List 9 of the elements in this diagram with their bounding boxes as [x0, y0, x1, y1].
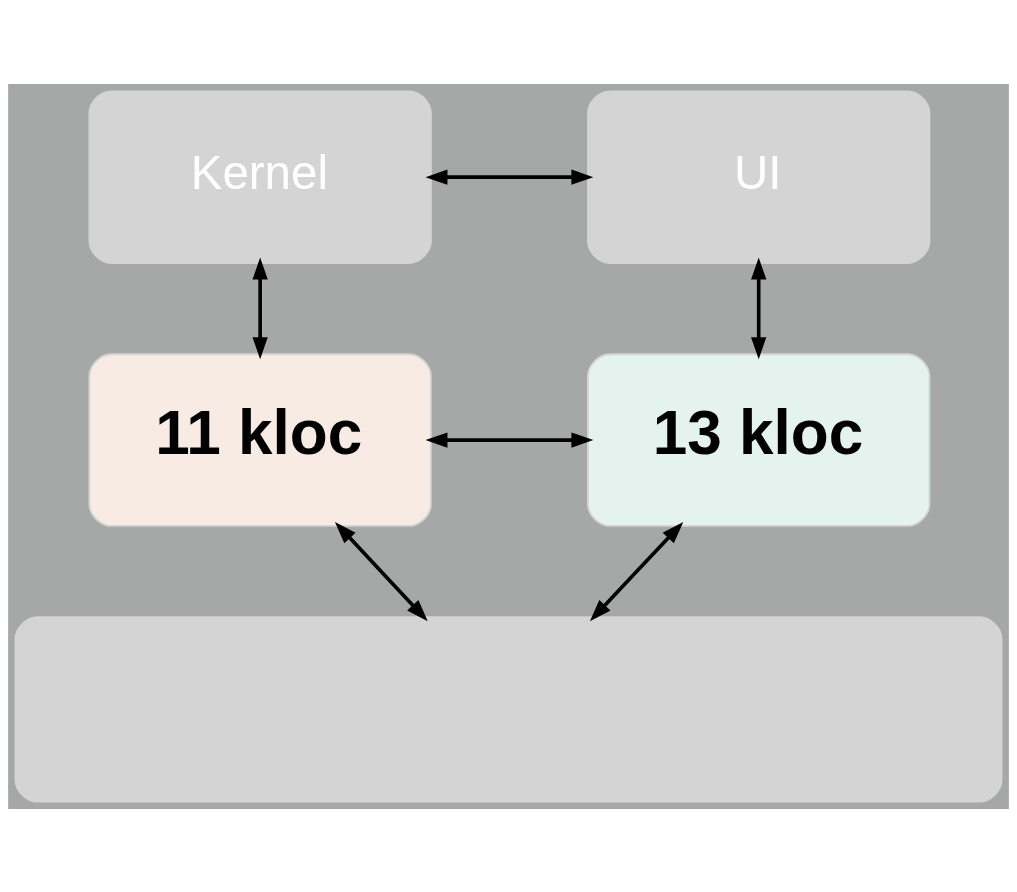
arrow — [751, 257, 767, 359]
arrow — [425, 168, 594, 185]
arrow — [334, 521, 428, 621]
arrow — [589, 521, 684, 621]
node-box: 13 kloc — [587, 352, 931, 527]
arrow — [252, 257, 268, 359]
node-box: 11 kloc — [88, 352, 432, 527]
arrow — [425, 431, 594, 448]
node-box — [14, 615, 1003, 803]
